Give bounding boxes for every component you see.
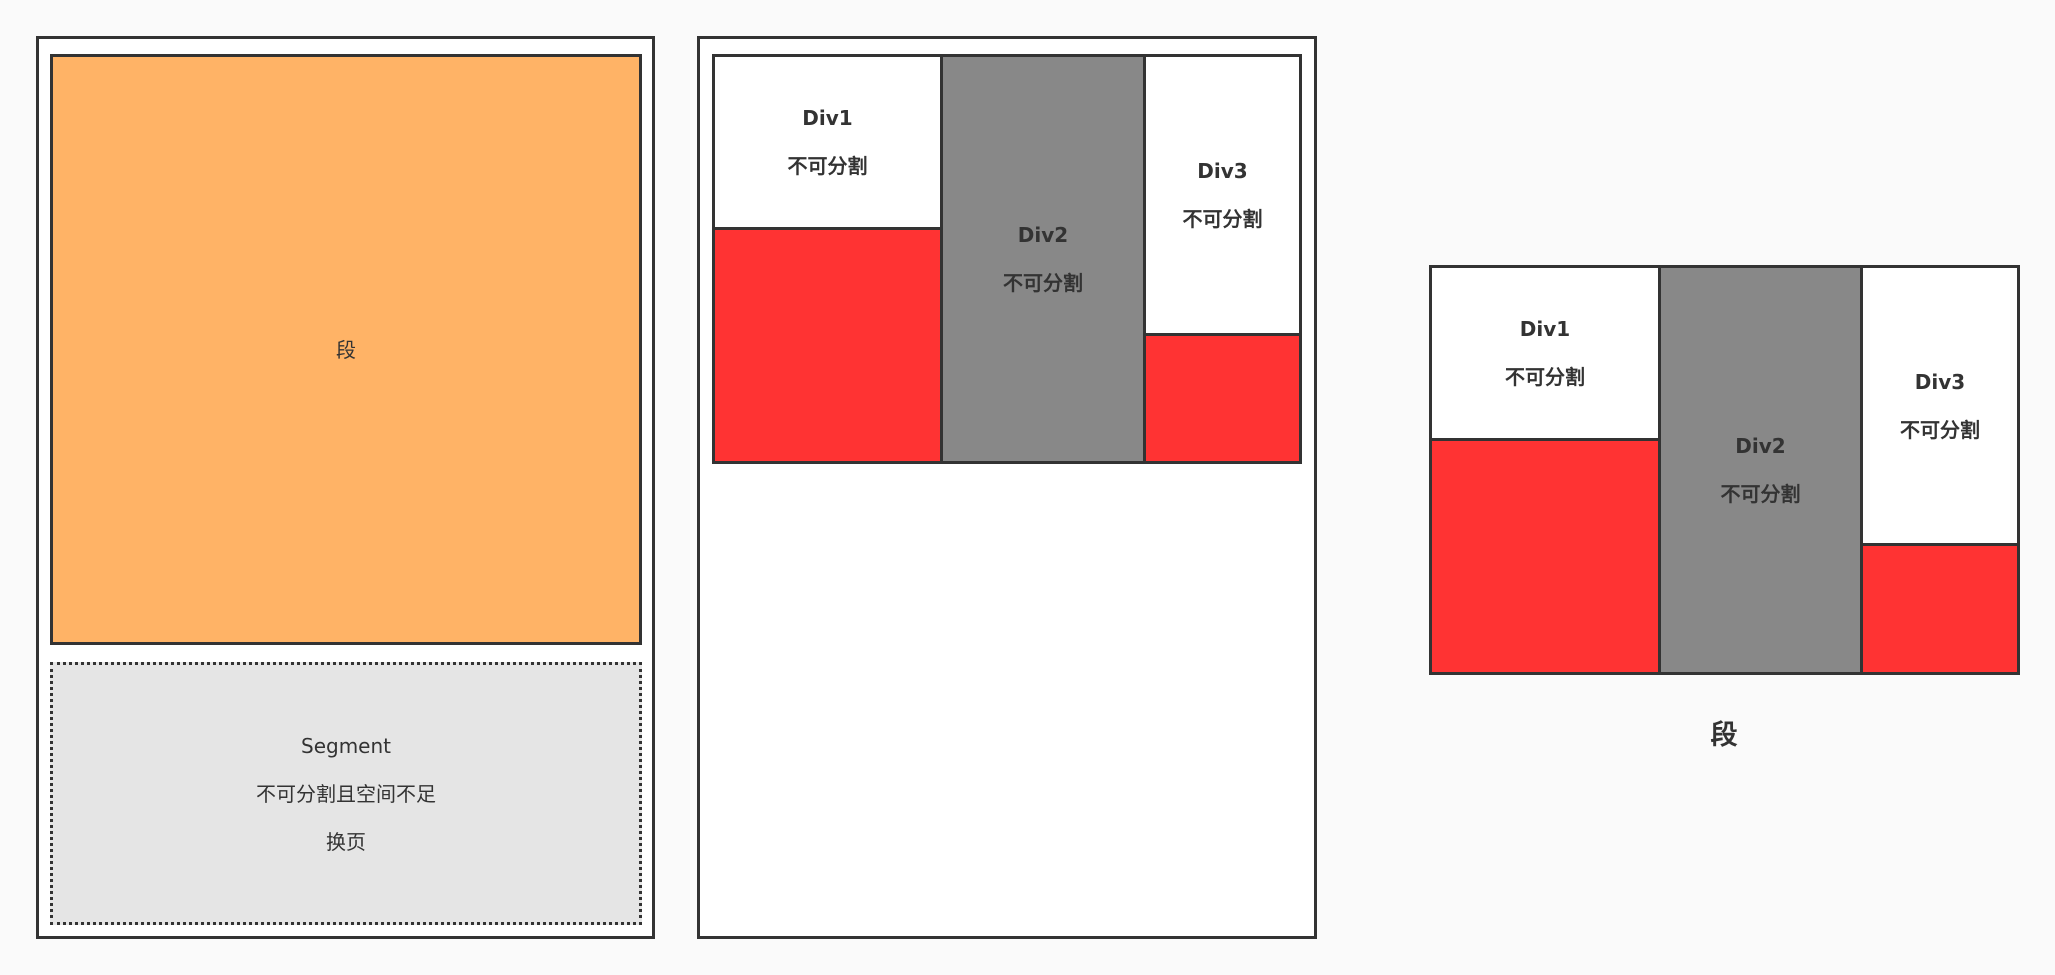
middle-div2-name: Div2 <box>1017 223 1069 247</box>
middle-div3: Div3 不可分割 <box>1143 54 1302 336</box>
middle-div1-name: Div1 <box>802 106 853 130</box>
right-div2-desc: 不可分割 <box>1720 482 1801 506</box>
right-div3: Div3 不可分割 <box>1860 265 2020 546</box>
right-caption: 段 <box>1624 708 1824 756</box>
paragraph-label: 段 <box>336 337 356 362</box>
middle-div1-desc: 不可分割 <box>787 154 868 178</box>
segment-block: Segment 不可分割且空间不足 换页 <box>50 662 642 925</box>
middle-div1: Div1 不可分割 <box>712 54 943 230</box>
right-div1-remainder <box>1429 438 1661 675</box>
middle-div2: Div2 不可分割 <box>940 54 1146 464</box>
right-div2-name: Div2 <box>1735 434 1786 458</box>
segment-action: 换页 <box>326 829 366 854</box>
right-div2: Div2 不可分割 <box>1658 265 1863 675</box>
middle-div3-remainder <box>1143 333 1302 464</box>
right-div1-name: Div1 <box>1519 317 1571 341</box>
middle-div2-desc: 不可分割 <box>1003 271 1083 295</box>
right-div3-remainder <box>1860 543 2020 675</box>
middle-div3-name: Div3 <box>1197 159 1248 183</box>
right-div3-name: Div3 <box>1914 369 1966 394</box>
right-div1: Div1 不可分割 <box>1429 265 1661 441</box>
paragraph-block: 段 <box>50 54 642 645</box>
middle-div3-desc: 不可分割 <box>1182 207 1263 231</box>
right-div3-desc: 不可分割 <box>1900 417 1980 442</box>
segment-title: Segment <box>301 733 391 758</box>
middle-div1-remainder <box>712 227 943 464</box>
right-div1-desc: 不可分割 <box>1505 365 1585 389</box>
segment-desc: 不可分割且空间不足 <box>256 781 436 806</box>
right-caption-text: 段 <box>1710 719 1738 751</box>
